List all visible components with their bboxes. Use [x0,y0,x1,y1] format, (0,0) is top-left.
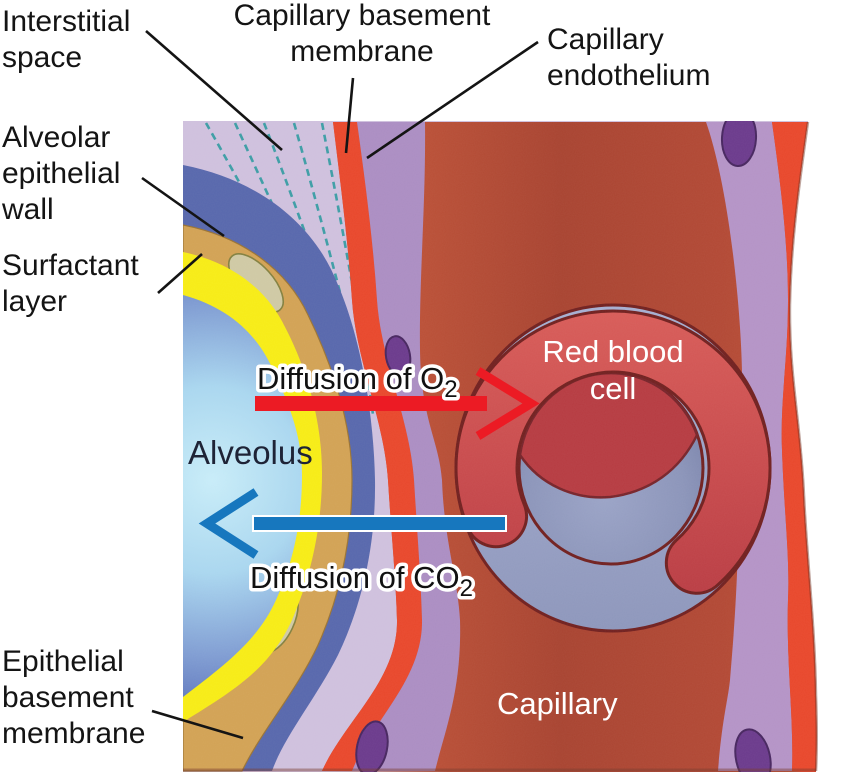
label-capillary-basement-membrane: Capillary basement membrane [212,0,512,70]
label-epithelial-basement-membrane: Epithelial basement membrane [2,644,145,752]
label-line: space [2,41,83,74]
label-line: basement [2,681,134,714]
label-line: wall [2,193,54,226]
pointer-line-alveolar-epithelial-wall [141,176,225,238]
red-blood-cell-label-line1: Red blood [542,334,683,369]
alveolus-label: Alveolus [188,434,313,471]
pointer-line-epithelial-basement-membrane [151,709,244,740]
co2-arrow-head [198,488,259,559]
label-interstitial-space: Interstitial space [2,4,130,76]
label-capillary-endothelium: Capillary endothelium [547,22,710,94]
capillary-label: Capillary [497,686,618,721]
paper-texture [183,121,817,772]
diffusion-o2-label: Diffusion of O2 [257,361,458,403]
label-alveolar-epithelial-wall: Alveolar epithelial wall [2,120,120,228]
pointer-lines [141,30,539,740]
label-line: Surfactant [2,249,139,282]
label-line: Interstitial [2,5,131,38]
label-line: Capillary basement [233,0,491,32]
pointer-line-interstitial-space [145,30,283,151]
red-blood-cell-label-line2: cell [590,371,637,406]
pointer-line-capillary-basement-membrane [344,77,355,154]
label-line: epithelial [2,157,121,190]
label-line: membrane [290,35,434,68]
o2-arrow-shaft [255,396,487,411]
pointer-line-surfactant-layer [157,253,203,294]
label-surfactant-layer: Surfactant layer [2,248,139,320]
o2-diffusion-arrow [255,367,540,440]
label-line: layer [2,285,68,318]
label-line: endothelium [547,59,711,92]
o2-arrow-head [475,367,540,440]
pointer-line-capillary-endothelium [366,40,539,160]
label-line: Capillary [547,23,664,56]
diffusion-co2-label: Diffusion of CO2 [250,560,473,602]
label-line: Alveolar [2,121,111,154]
label-line: membrane [2,717,146,750]
figure-right-edge [788,121,818,772]
label-line: Epithelial [2,645,124,678]
co2-arrow-shaft [252,515,507,532]
co2-diffusion-arrow [198,488,507,559]
